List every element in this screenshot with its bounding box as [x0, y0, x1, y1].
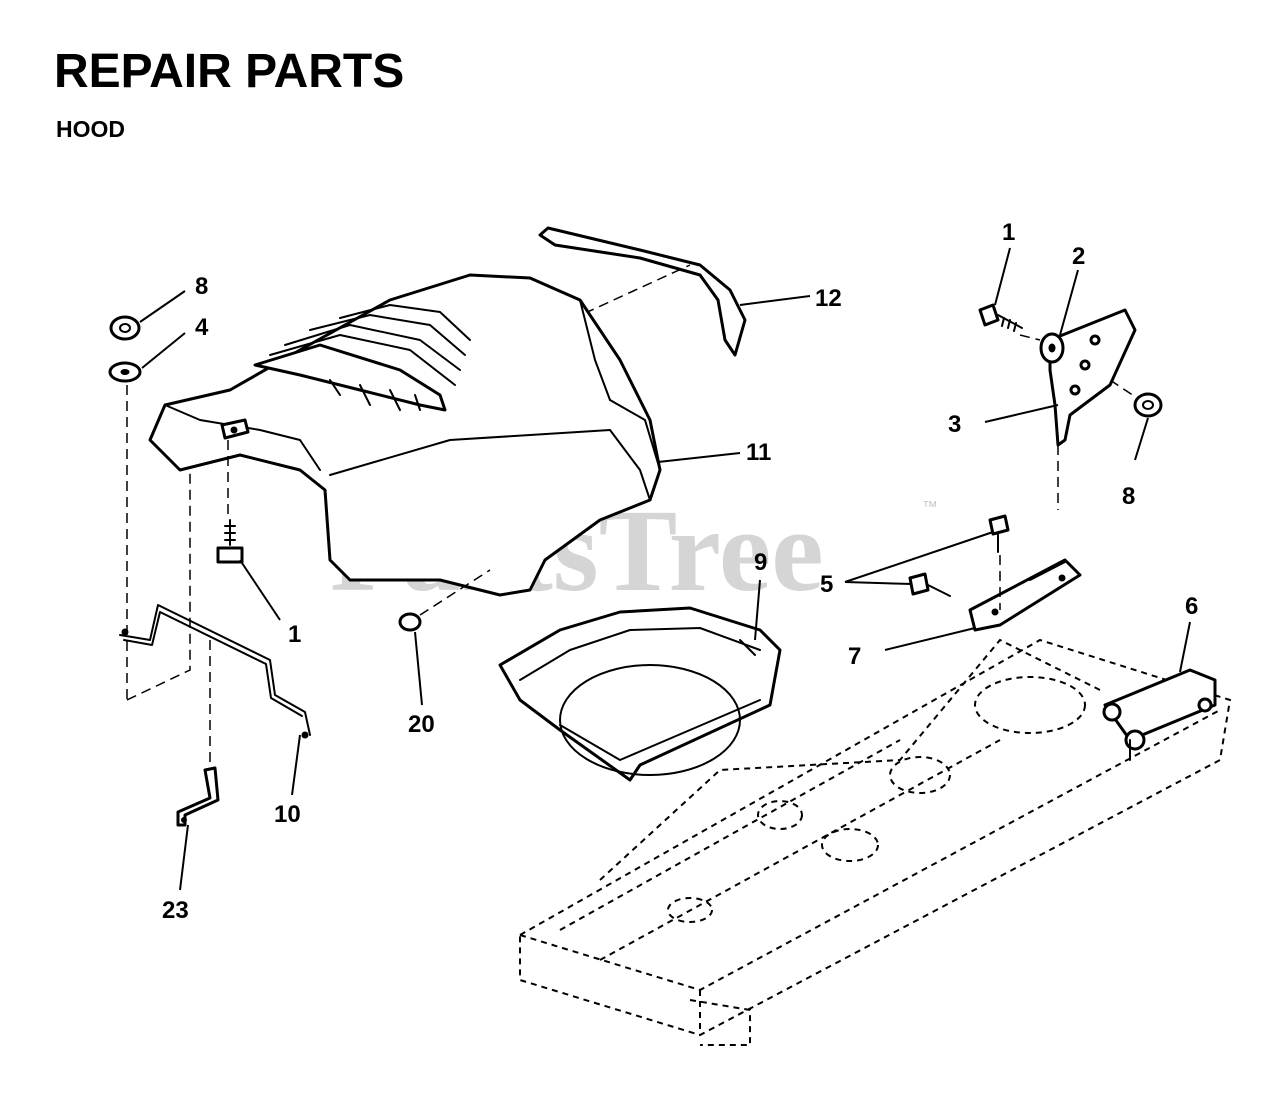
callout-20: 20	[408, 711, 435, 738]
callout-10: 10	[274, 801, 301, 828]
assembly-line-plug	[419, 569, 491, 616]
callout-3: 3	[948, 411, 961, 438]
callout-12: 12	[815, 285, 842, 312]
callout-6: 6	[1185, 593, 1198, 620]
part-12-hood-seal	[538, 226, 747, 357]
part-20-plug	[398, 612, 422, 632]
assembly-line-seal	[569, 264, 691, 321]
part-11-hood	[148, 273, 662, 597]
callout-8-right: 8	[1122, 483, 1135, 510]
callout-9: 9	[754, 549, 767, 576]
callout-1-right: 1	[1002, 219, 1015, 246]
callout-23: 23	[162, 897, 189, 924]
callout-11: 11	[746, 439, 771, 466]
part-8-nut-right	[1133, 392, 1163, 418]
callout-8-left: 8	[195, 273, 208, 300]
page-title: REPAIR PARTS	[54, 45, 405, 98]
part-6-front-bracket	[1102, 668, 1217, 761]
chassis-frame	[519, 638, 1232, 1046]
assembly-line-nut-8	[1109, 379, 1141, 401]
part-1-bolt-right	[978, 303, 1023, 332]
callout-1-left: 1	[288, 621, 301, 648]
callout-4: 4	[195, 314, 209, 341]
part-8-nut-left	[109, 315, 141, 341]
part-3-hood-bracket	[1048, 308, 1137, 447]
callout-7: 7	[848, 643, 861, 670]
callout-5: 5	[820, 571, 833, 598]
leader-lines	[139, 247, 1191, 891]
assembly-line-hood-left	[126, 470, 191, 701]
part-10-rod	[119, 604, 311, 739]
part-7-bracket	[968, 558, 1082, 632]
part-9-dash-panel	[498, 606, 782, 782]
callout-2: 2	[1072, 243, 1085, 270]
section-subtitle: HOOD	[56, 116, 125, 142]
assembly-line-washer	[1019, 334, 1041, 341]
part-23-clip	[176, 766, 220, 827]
watermark-trademark: ™	[922, 499, 938, 516]
part-5-bolts	[908, 514, 1010, 597]
part-1-bolt-left	[216, 519, 244, 564]
part-4-washer	[108, 361, 142, 383]
